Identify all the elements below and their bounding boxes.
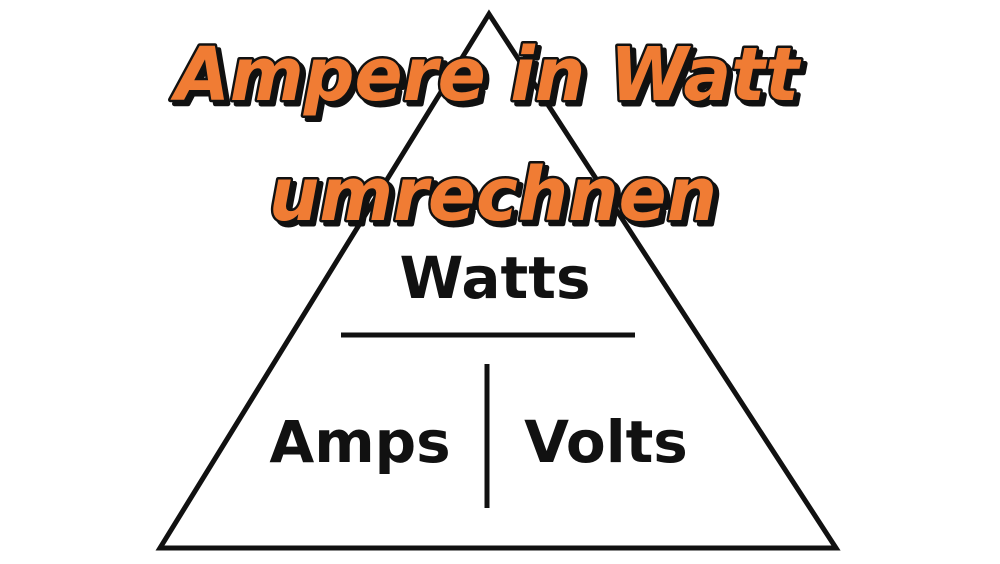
watts-label: Watts <box>399 244 590 312</box>
volts-label: Volts <box>524 408 688 476</box>
title-line-1: Ampere in Watt <box>170 32 801 118</box>
title-line-2-shadow: umrechnen <box>273 156 721 242</box>
title-line-1-shadow: Ampere in Watt <box>174 36 805 122</box>
power-triangle <box>155 9 841 551</box>
amps-label: Amps <box>269 408 450 476</box>
title-line-2: umrechnen <box>269 152 717 238</box>
